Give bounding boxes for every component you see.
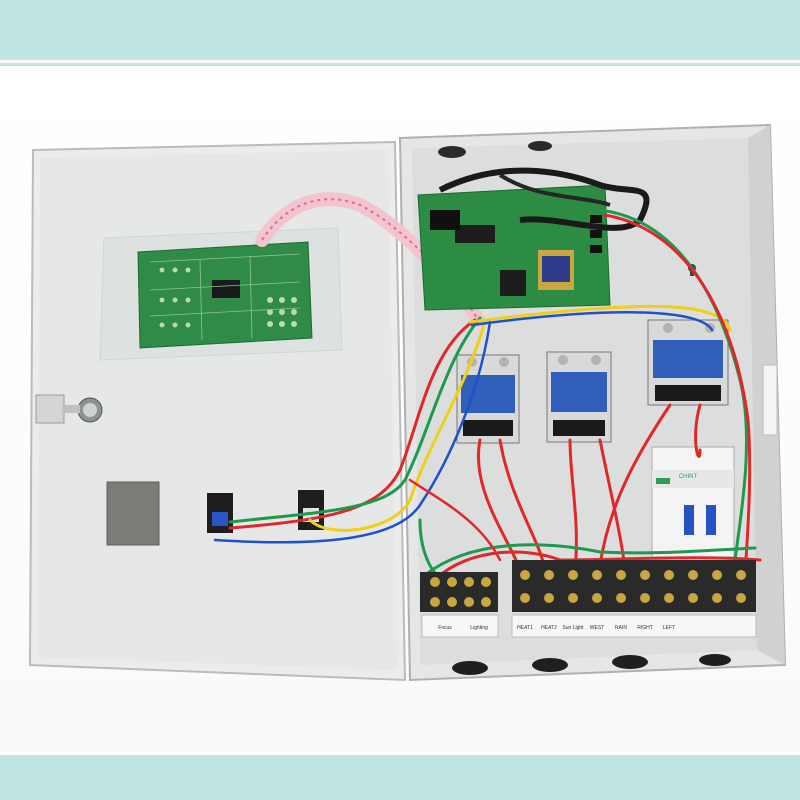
terminal-label: Sun Light: [562, 625, 584, 631]
display-pcb: [137, 241, 313, 349]
terminal-block-left: [420, 572, 498, 612]
solid-state-relay: [647, 319, 729, 406]
knockout-hole: [699, 654, 731, 666]
terminal-label: HEAT1: [517, 625, 533, 631]
knockout-hole: [532, 658, 568, 672]
terminal-label: HEAT2: [541, 625, 557, 631]
knockout-hole: [452, 661, 488, 675]
terminal-label: RIGHT: [637, 625, 653, 631]
terminal-label: Lighting: [470, 625, 488, 631]
controller-pcb: [417, 184, 611, 311]
knockout-hole: [612, 655, 648, 669]
door-switch: [207, 493, 233, 533]
solid-state-relay: [546, 351, 612, 443]
solid-state-relay: [456, 354, 520, 444]
key-lock: [35, 394, 103, 424]
circuit-breaker: [651, 446, 735, 558]
door-window: [106, 481, 160, 546]
knockout-hole: [528, 141, 552, 151]
top-white-band: [0, 60, 800, 63]
door-switch: [298, 490, 324, 530]
knockout-hole: [438, 146, 466, 158]
terminal-label: RAIN: [615, 625, 627, 631]
terminal-label: WEST: [589, 625, 605, 631]
terminal-block-main: [512, 560, 756, 612]
bottom-white-band: [0, 752, 800, 755]
terminal-label: LEFT: [662, 625, 676, 631]
breaker-brand: CHINT: [678, 474, 698, 480]
terminal-label: Focus: [438, 625, 452, 631]
